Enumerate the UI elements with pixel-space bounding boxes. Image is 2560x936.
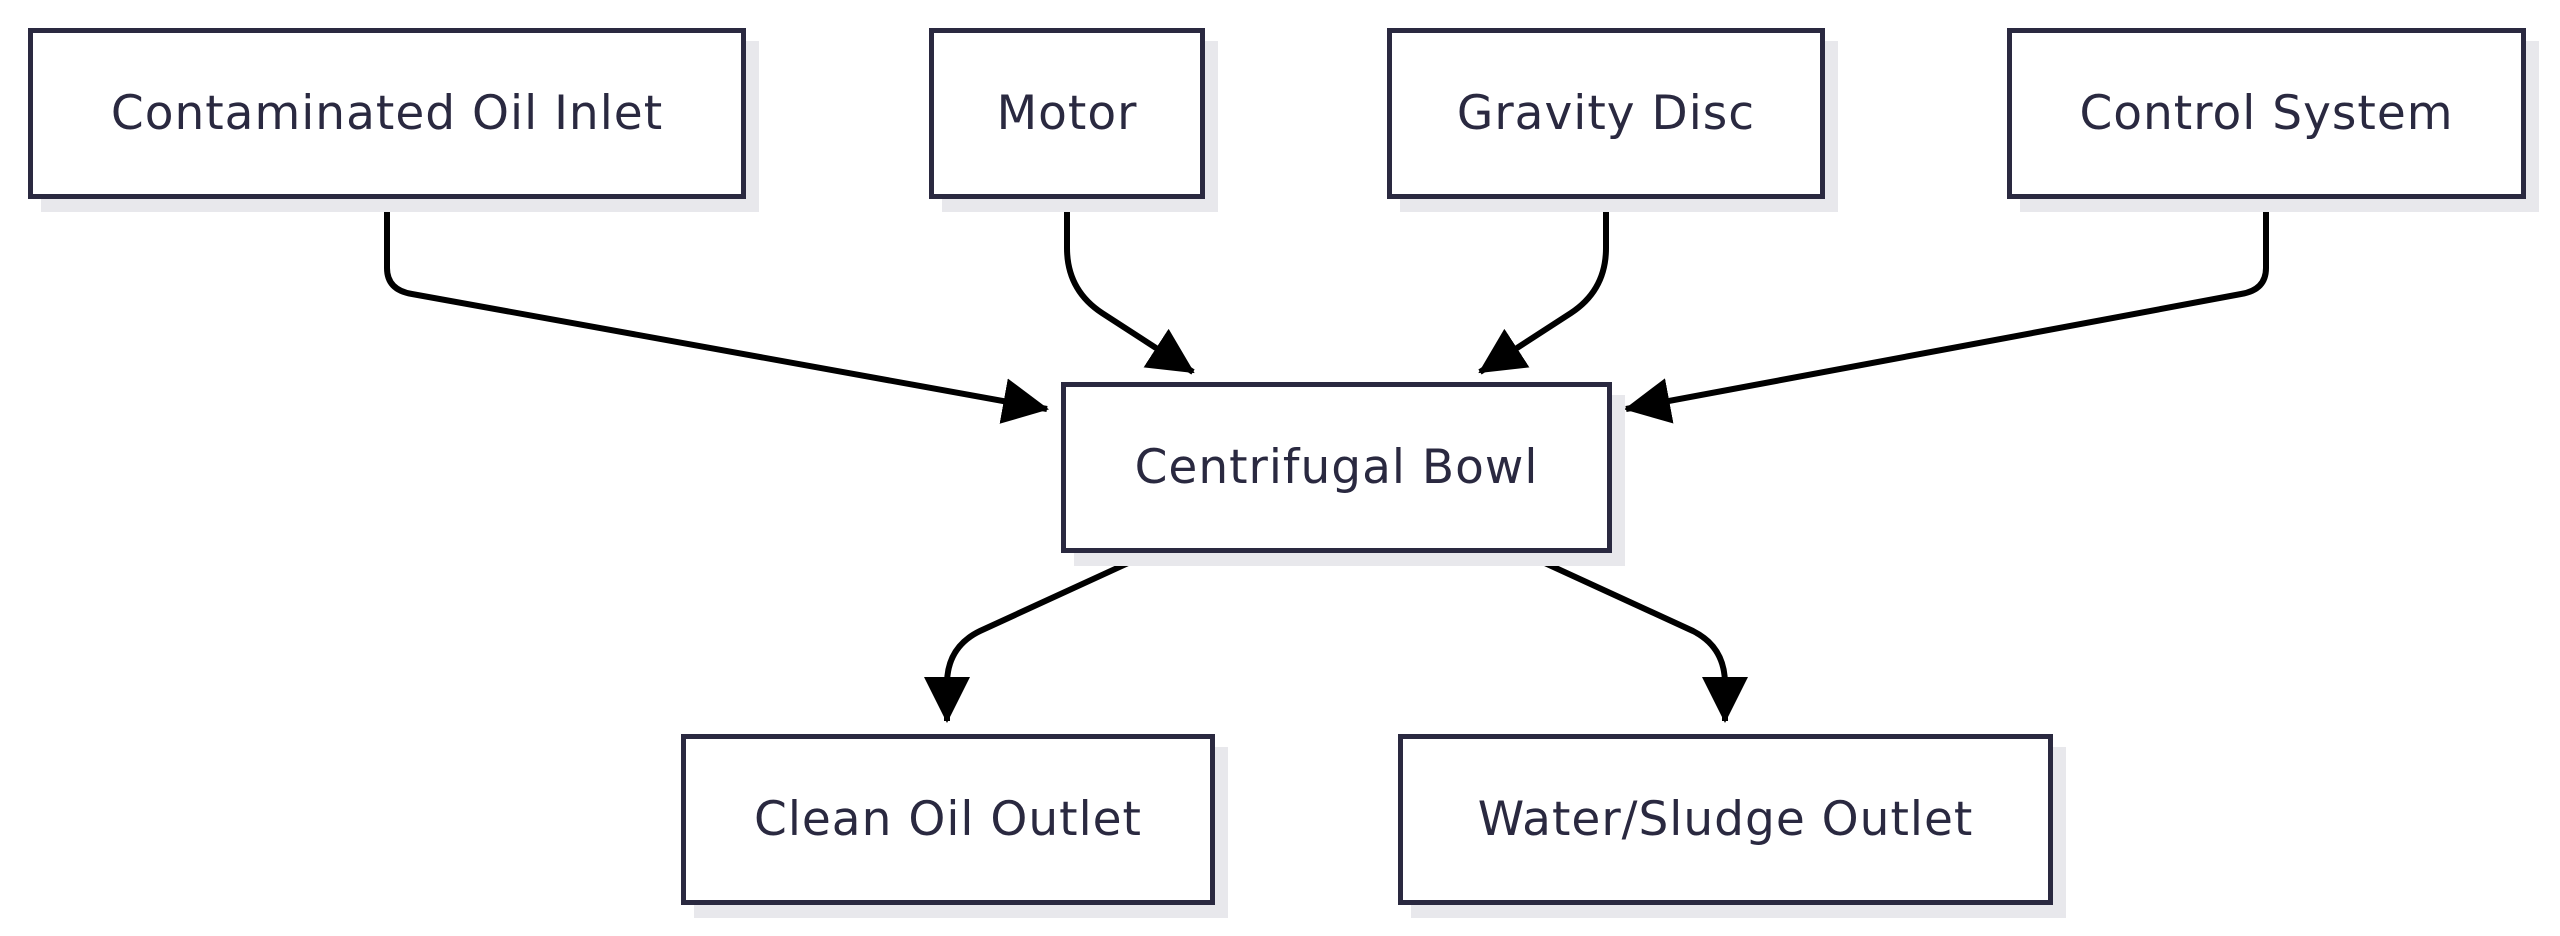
node-label: Water/Sludge Outlet [1477,792,1974,847]
edge-bowl-to-clean [924,550,1152,723]
edge-gravity-to-bowl [1478,199,1609,375]
node-label: Motor [996,86,1138,141]
node-contaminated-oil-inlet: Contaminated Oil Inlet [28,28,746,199]
node-clean-oil-outlet: Clean Oil Outlet [681,734,1215,905]
edge-control-to-bowl [1624,199,2269,424]
node-control-system: Control System [2007,28,2526,199]
node-label: Contaminated Oil Inlet [110,86,664,141]
edge-bowl-to-water [1521,550,1748,723]
node-gravity-disc: Gravity Disc [1387,28,1825,199]
node-label: Centrifugal Bowl [1134,440,1539,495]
node-label: Gravity Disc [1456,86,1756,141]
edge-motor-to-bowl [1064,199,1195,375]
node-label: Clean Oil Outlet [754,792,1142,847]
node-label: Control System [2079,86,2454,141]
edge-inlet-to-bowl [384,199,1049,424]
node-motor: Motor [929,28,1205,199]
node-centrifugal-bowl: Centrifugal Bowl [1061,382,1612,553]
node-water-sludge-outlet: Water/Sludge Outlet [1398,734,2053,905]
